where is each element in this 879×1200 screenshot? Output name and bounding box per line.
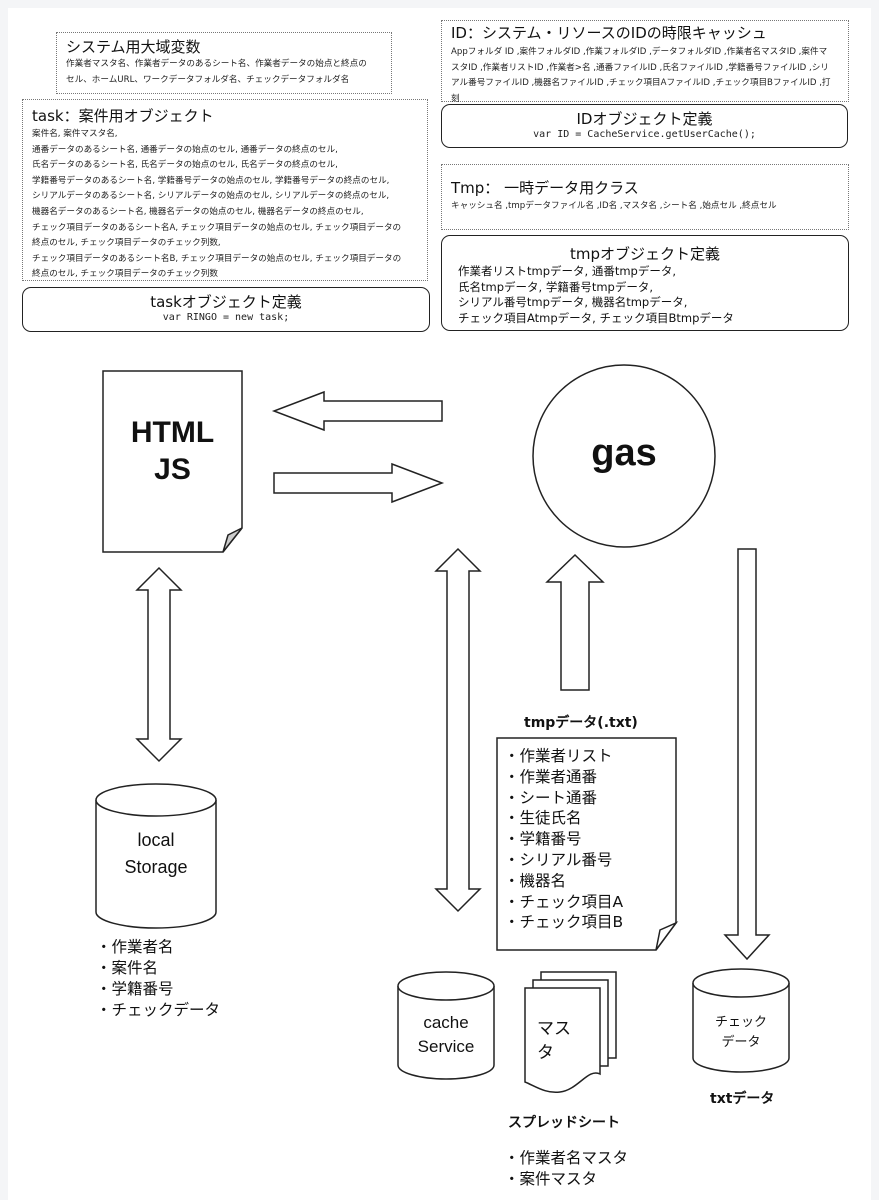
tmp-class-line: キャッシュ名 ,tmpデータファイル名 ,ID名 ,マスタ名 ,シート名 ,始点… <box>451 201 777 211</box>
task-line: 通番データのあるシート名, 通番データの始点のセル, 通番データの終点のセル, <box>32 144 338 155</box>
html-js-document-fold <box>222 527 243 553</box>
tmp-data-item: ・機器名 <box>504 871 567 890</box>
id-cache-line: スタID ,作業者リストID ,作業者>名 ,通番ファイルID ,氏名ファイルI… <box>451 62 829 73</box>
spreadsheet-sheet-front <box>524 987 601 1094</box>
tmp-data-item: ・学籍番号 <box>504 830 582 849</box>
cache-service-line-2: Service <box>417 1037 475 1056</box>
spreadsheet-label: マス タ <box>537 1017 571 1065</box>
spreadsheet-item: ・作業者名マスタ <box>504 1149 629 1167</box>
gas-circle <box>532 364 716 548</box>
arrow-html-localstorage <box>135 566 183 763</box>
tmp-data-item: ・チェック項目A <box>504 892 624 911</box>
arrow-tmpdata-to-gas <box>545 553 605 691</box>
id-cache-title: ID：システム・リソースのIDの時限キャッシュ <box>451 24 767 42</box>
local-storage-item: ・学籍番号 <box>96 980 174 998</box>
id-cache-line: 刻 <box>451 93 460 104</box>
check-data-label: チェック データ <box>693 1013 789 1053</box>
tmp-data-item: ・シリアル番号 <box>504 850 613 869</box>
check-data-line-2: データ <box>721 1035 761 1050</box>
check-data-cylinder-top <box>692 968 790 998</box>
id-definition-title: IDオブジェクト定義 <box>576 110 713 128</box>
spreadsheet-heading: スプレッドシート <box>508 1115 620 1131</box>
local-storage-items: ・作業者名 ・案件名 ・学籍番号 ・チェックデータ <box>96 937 220 1021</box>
tmp-data-items: ・作業者リスト ・作業者通番 ・シート通番 ・生徒氏名 ・学籍番号 ・シリアル番… <box>504 746 623 933</box>
id-cache-line: アル番号ファイルID ,機器名ファイルID ,チェック項目AファイルID ,チェ… <box>451 78 831 89</box>
id-definition-code: var ID = CacheService.getUserCache(); <box>533 129 756 140</box>
task-line: 機器名データのあるシート名, 機器名データの始点のセル, 機器名データの終点のセ… <box>32 206 364 217</box>
spreadsheet-items: ・作業者名マスタ ・案件マスタ <box>504 1148 628 1190</box>
tmp-class-box: Tmp： 一時データ用クラス キャッシュ名 ,tmpデータファイル名 ,ID名 … <box>441 164 849 230</box>
task-line: 案件名, 案件マスタ名, <box>32 129 118 139</box>
txt-data-heading: txtデータ <box>710 1091 775 1107</box>
id-definition-box: IDオブジェクト定義 var ID = CacheService.getUser… <box>441 104 848 148</box>
tmp-definition-lines: 作業者リストtmpデータ, 通番tmpデータ, 氏名tmpデータ, 学籍番号tm… <box>458 264 734 326</box>
cache-service-label: cache Service <box>398 1011 494 1059</box>
tmp-data-heading: tmpデータ(.txt) <box>524 715 638 731</box>
gas-label: gas <box>591 432 657 474</box>
spreadsheet-line-1: マス <box>537 1019 571 1039</box>
system-vars-box: システム用大域変数 作業者マスタ名、作業者データのあるシート名、作業者データの始… <box>56 32 392 94</box>
html-js-label: HTML JS <box>103 414 242 488</box>
system-vars-line-1: 作業者マスタ名、作業者データのあるシート名、作業者データの始点と終点の <box>66 59 367 69</box>
cache-service-line-1: cache <box>423 1013 469 1032</box>
check-data-cylinder <box>692 983 790 1073</box>
html-label: HTML <box>130 416 215 449</box>
js-label: JS <box>154 453 191 486</box>
local-storage-item: ・チェックデータ <box>96 1001 221 1019</box>
task-line: 終点のセル, チェック項目データのチェック列数, <box>32 238 221 249</box>
tmp-definition-line: 作業者リストtmpデータ, 通番tmpデータ, <box>458 264 676 278</box>
task-line: 氏名データのあるシート名, 氏名データの始点のセル, 氏名データの終点のセル, <box>32 160 338 171</box>
tmp-class-title: Tmp： 一時データ用クラス <box>451 179 639 197</box>
tmp-data-document-fold <box>655 921 679 951</box>
id-cache-line: Appフォルダ ID ,案件フォルダID ,作業フォルダID ,データフォルダI… <box>451 47 828 57</box>
task-line: 終点のセル, チェック項目データのチェック列数 <box>32 269 218 280</box>
task-object-title: task：案件用オブジェクト <box>32 107 214 125</box>
task-line: チェック項目データのあるシート名B, チェック項目データの始点のセル, チェック… <box>32 253 402 264</box>
task-definition-title: taskオブジェクト定義 <box>150 293 302 311</box>
spreadsheet-line-2: タ <box>537 1043 554 1063</box>
arrow-gas-cacheservice <box>434 547 482 913</box>
tmp-data-item: ・生徒氏名 <box>504 809 582 828</box>
local-storage-item: ・作業者名 <box>96 938 174 956</box>
arrow-gas-to-html <box>271 390 443 432</box>
spreadsheet-item: ・案件マスタ <box>504 1170 598 1188</box>
local-storage-label: local Storage <box>96 827 216 881</box>
local-storage-item: ・案件名 <box>96 959 159 977</box>
tmp-definition-title: tmpオブジェクト定義 <box>569 245 720 263</box>
task-definition-code: var RINGO = new task; <box>162 312 290 323</box>
tmp-data-item: ・作業者リスト <box>504 747 613 765</box>
tmp-data-item: ・チェック項目B <box>504 913 624 932</box>
task-object-box: task：案件用オブジェクト 案件名, 案件マスタ名, 通番データのあるシート名… <box>22 99 428 281</box>
local-storage-line-1: local <box>137 830 175 850</box>
tmp-data-item: ・シート通番 <box>504 788 598 807</box>
system-vars-title: システム用大域変数 <box>66 38 201 56</box>
task-definition-box: taskオブジェクト定義 var RINGO = new task; <box>22 287 430 332</box>
tmp-definition-line: シリアル番号tmpデータ, 機器名tmpデータ, <box>458 295 688 309</box>
tmp-definition-box: tmpオブジェクト定義 作業者リストtmpデータ, 通番tmpデータ, 氏名tm… <box>441 235 849 331</box>
tmp-definition-line: チェック項目Atmpデータ, チェック項目Btmpデータ <box>458 310 734 325</box>
cache-service-cylinder <box>397 986 495 1080</box>
arrow-html-to-gas <box>273 462 445 504</box>
tmp-definition-line: 氏名tmpデータ, 学籍番号tmpデータ, <box>458 279 653 294</box>
task-object-details: 案件名, 案件マスタ名, 通番データのあるシート名, 通番データの始点のセル, … <box>32 127 424 283</box>
local-storage-cylinder-top <box>95 783 217 817</box>
arrow-gas-to-txtdata <box>723 548 771 961</box>
task-line: チェック項目データのあるシート名A, チェック項目データの始点のセル, チェック… <box>32 222 402 233</box>
check-data-line-1: チェック <box>714 1015 767 1030</box>
local-storage-cylinder <box>95 800 217 929</box>
tmp-data-item: ・作業者通番 <box>504 767 598 786</box>
task-line: 学籍番号データのあるシート名, 学籍番号データの始点のセル, 学籍番号データの終… <box>32 175 390 186</box>
system-vars-line-2: セル、ホームURL、ワークデータフォルダ名、チェックデータフォルダ名 <box>66 75 350 85</box>
cache-service-cylinder-top <box>397 971 495 1001</box>
id-cache-box: ID：システム・リソースのIDの時限キャッシュ Appフォルダ ID ,案件フォ… <box>441 20 849 104</box>
task-line: シリアルデータのあるシート名, シリアルデータの始点のセル, シリアルデータの終… <box>32 191 390 202</box>
id-cache-details: Appフォルダ ID ,案件フォルダID ,作業フォルダID ,データフォルダI… <box>451 45 845 107</box>
local-storage-line-2: Storage <box>124 857 188 877</box>
